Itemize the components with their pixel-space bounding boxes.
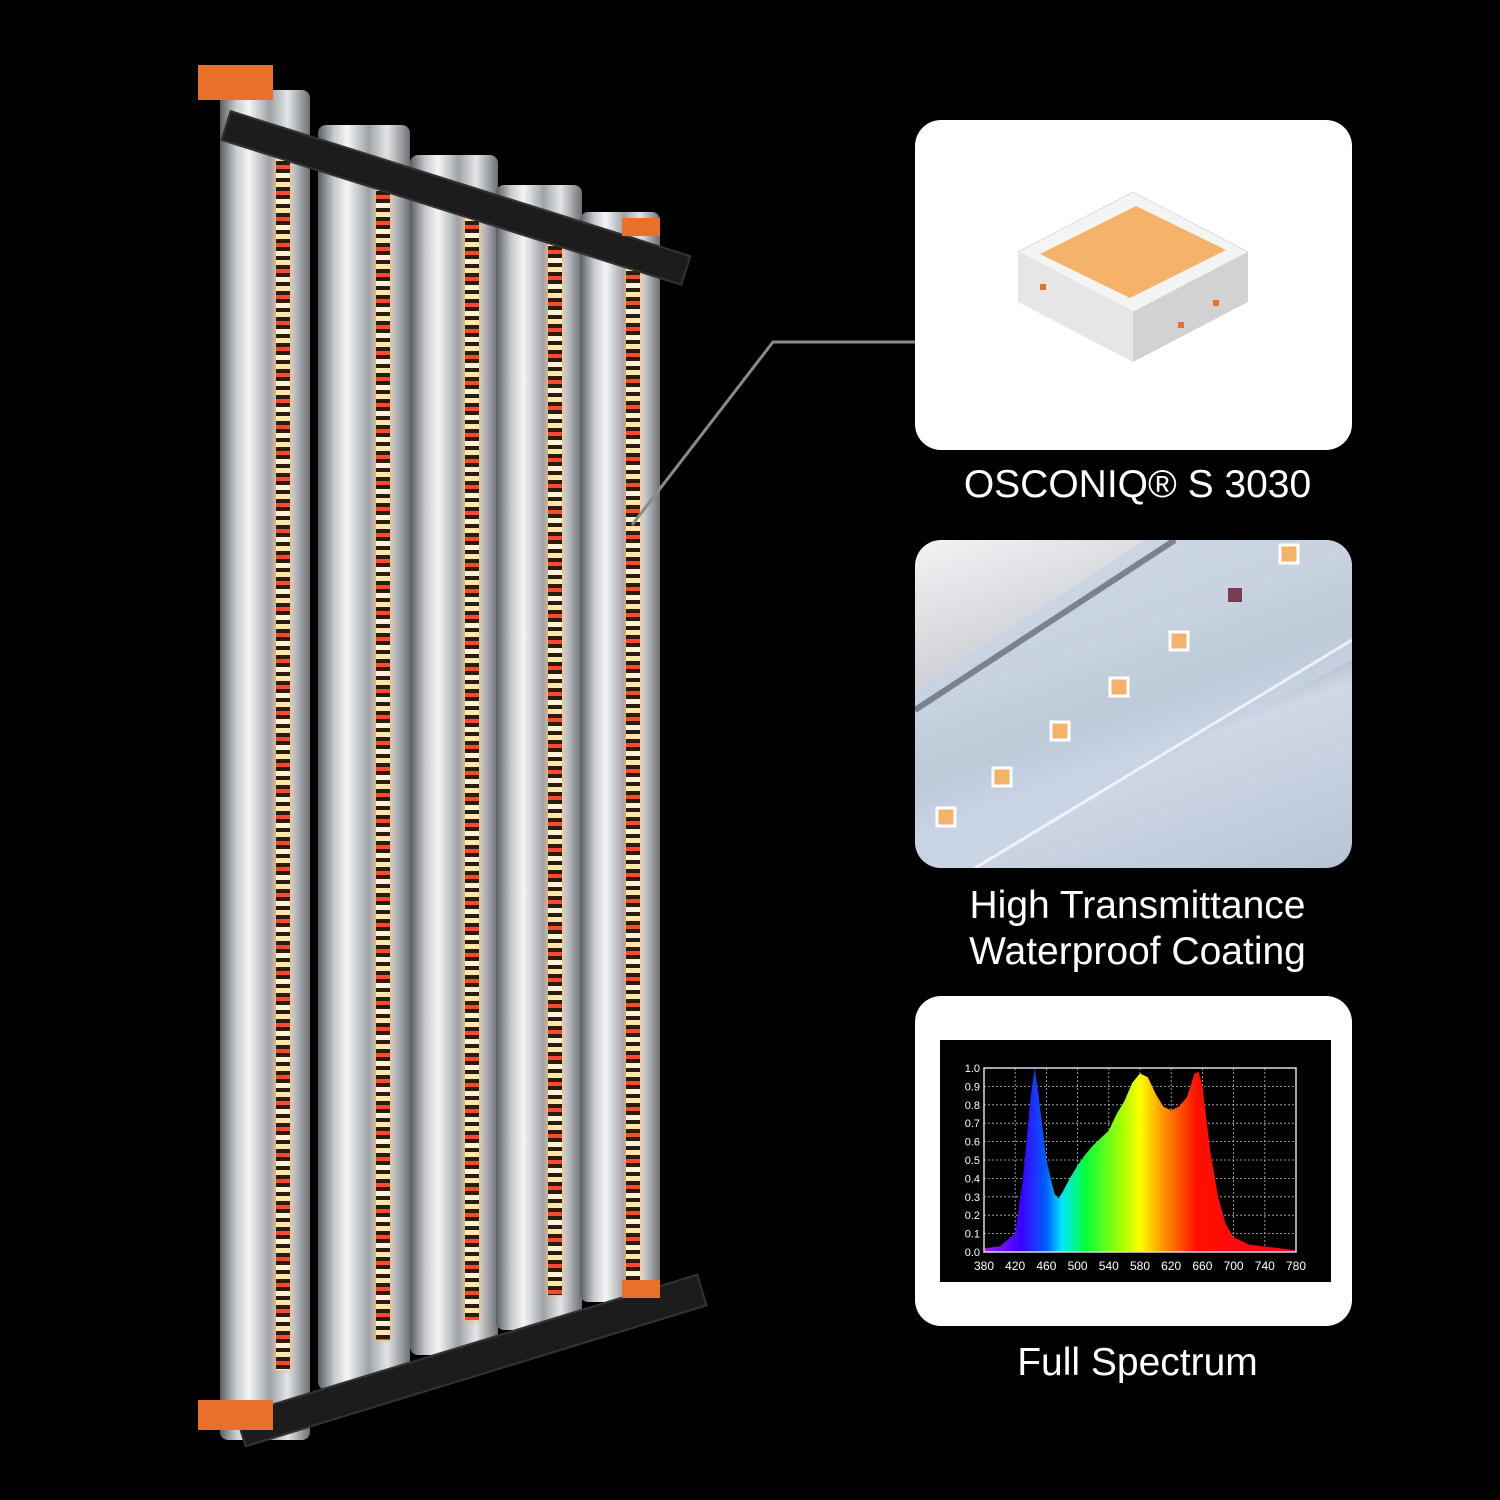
tube-1 [220,90,310,1440]
led-strip-3 [465,190,479,1320]
led-strip-5 [626,240,640,1280]
x-tick-label: 580 [1130,1259,1150,1273]
feature-title-coating-line1: High Transmittance [969,884,1306,927]
coated-led-strip-image [915,540,1352,868]
y-tick-label: 0.3 [965,1192,980,1204]
x-tick-label: 420 [1005,1259,1025,1273]
y-tick-label: 0.5 [965,1155,980,1167]
tube-4 [496,185,582,1330]
spectrum-chart: 380 420 460 500 540 580 620 660 700 740 780 0.0 0.1 0… [940,1040,1331,1282]
led-strip-1 [276,130,290,1370]
smd-led-chip-image [1018,192,1248,362]
y-tick-label: 0.8 [965,1100,980,1112]
led-strip-2 [376,160,390,1340]
y-tick-label: 0.2 [965,1210,980,1222]
grow-light-fixture [0,0,720,1500]
y-tick-label: 0.1 [965,1229,980,1241]
feature-title-spectrum: Full Spectrum [1017,1341,1258,1384]
x-tick-label: 780 [1286,1259,1306,1273]
y-tick-label: 0.4 [965,1173,980,1185]
y-tick-label: 0.6 [965,1137,980,1149]
x-tick-label: 700 [1224,1259,1244,1273]
x-tick-label: 620 [1161,1259,1181,1273]
waterproof-coating-card [915,540,1352,868]
x-tick-label: 740 [1255,1259,1275,1273]
spectrum-card: 380 420 460 500 540 580 620 660 700 740 780 0.0 0.1 0… [915,996,1352,1326]
y-tick-label: 0.7 [965,1118,980,1130]
x-tick-label: 540 [1099,1259,1119,1273]
led-chip-card [915,120,1352,450]
y-tick-label: 0.9 [965,1081,980,1093]
y-tick-label: 1.0 [965,1063,980,1075]
feature-title-coating-line2: Waterproof Coating [969,930,1306,973]
feature-title-chip: OSCONIQ® S 3030 [963,463,1312,506]
led-strip-4 [548,215,562,1295]
spectrum-area [984,1068,1296,1252]
end-cap-top-right [622,218,660,236]
end-cap-bottom-right [622,1280,660,1298]
x-tick-label: 500 [1068,1259,1088,1273]
corner-cap-bottom [198,1400,273,1430]
tube-5 [580,212,660,1302]
tube-2 [318,125,410,1390]
tube-3 [410,155,498,1355]
feature-title-coating: High Transmittance Waterproof Coating [900,883,1375,975]
y-tick-label: 0.0 [965,1247,980,1259]
plot-frame [983,1067,1297,1253]
x-tick-label: 380 [974,1259,994,1273]
x-tick-label: 660 [1192,1259,1212,1273]
x-tick-label: 460 [1036,1259,1056,1273]
corner-cap-top [198,65,273,100]
